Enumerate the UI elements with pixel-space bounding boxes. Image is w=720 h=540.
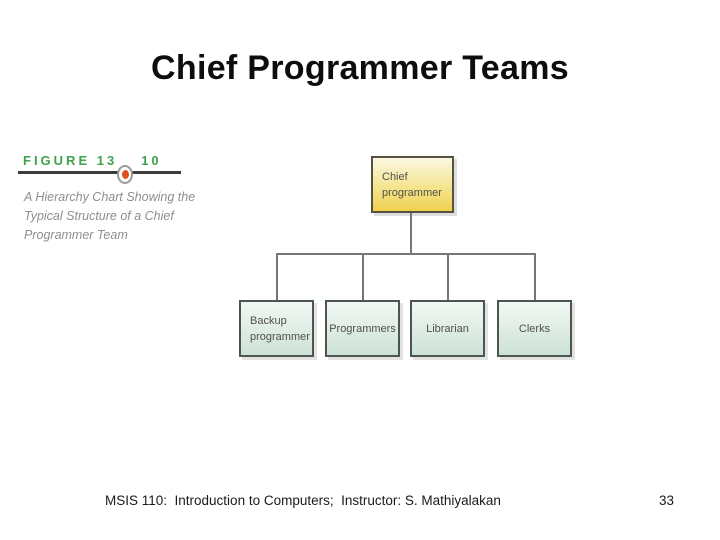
org-node-chief-programmer: Chief programmer [371, 156, 454, 213]
org-node-clerks: Clerks [497, 300, 572, 357]
figure-caption-line: Typical Structure of a Chief [24, 209, 174, 223]
connector-drop-backup-programmer [276, 253, 278, 301]
org-node-backup-programmer: Backup programmer [239, 300, 314, 357]
red-dot-marker-icon [117, 165, 133, 184]
org-node-label: Programmers [329, 322, 396, 335]
org-node-label: Backup programmer [250, 314, 310, 343]
figure-caption-line: Programmer Team [24, 228, 128, 242]
figure-caption: A Hierarchy Chart Showing the Typical St… [24, 188, 195, 245]
org-node-librarian: Librarian [410, 300, 485, 357]
figure-label-suffix: 10 [141, 153, 162, 168]
figure-caption-line: A Hierarchy Chart Showing the [24, 190, 196, 204]
org-node-label: Chief programmer [382, 170, 442, 199]
slide-page-number: 33 [659, 493, 675, 508]
org-node-label: Librarian [426, 322, 469, 335]
org-node-programmers: Programmers [325, 300, 400, 357]
slide-title: Chief Programmer Teams [151, 49, 569, 87]
figure-heading: FIGURE 13 10 [23, 153, 162, 168]
figure-label-prefix: FIGURE 13 [23, 153, 118, 168]
connector-drop-clerks [534, 253, 536, 301]
red-dot-core [121, 170, 129, 179]
footer-course-text: MSIS 110: Introduction to Computers; Ins… [105, 493, 501, 508]
org-node-label: Clerks [518, 322, 551, 335]
connector-horizontal-rail [276, 253, 536, 255]
connector-root-drop [410, 212, 412, 254]
figure-underline-rule [18, 171, 181, 174]
connector-drop-programmers [362, 253, 364, 301]
connector-drop-librarian [447, 253, 449, 301]
